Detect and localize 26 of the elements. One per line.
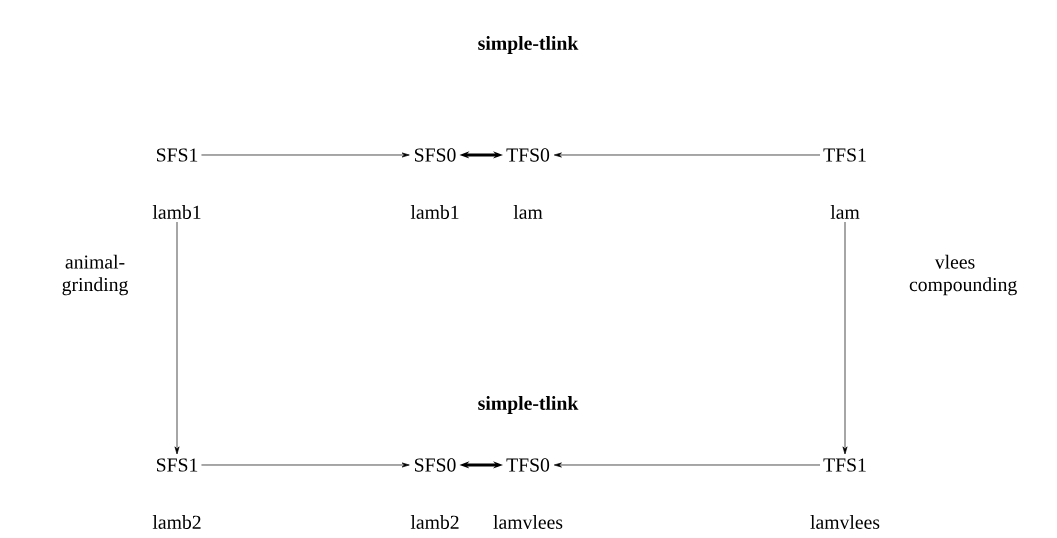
arrow xyxy=(201,152,410,158)
value-label: lamvlees xyxy=(810,515,880,529)
state-label: TFS1 xyxy=(823,458,866,472)
value-label: lam xyxy=(513,205,543,219)
arrow xyxy=(174,221,180,455)
value-label: lamb1 xyxy=(152,205,201,219)
state-label: SFS0 xyxy=(415,458,456,472)
state-label: SFS1 xyxy=(157,148,198,162)
value-label: lamb2 xyxy=(152,515,201,529)
edge-label: animal-grinding xyxy=(47,253,143,297)
state-label: TFS1 xyxy=(823,148,866,162)
state-label: SFS0 xyxy=(415,148,456,162)
arrow xyxy=(842,221,848,455)
arrow xyxy=(201,462,410,468)
state-label: TFS0 xyxy=(506,458,550,472)
value-label: lamb1 xyxy=(410,205,459,219)
edge-label: vlees compounding xyxy=(907,253,1017,297)
value-label: lamvlees xyxy=(493,515,563,529)
state-label: TFS0 xyxy=(506,148,550,162)
title-label: simple-tlink xyxy=(478,36,579,54)
value-label: lamb2 xyxy=(410,515,459,529)
value-label: lam xyxy=(830,205,860,219)
arrow xyxy=(553,152,821,158)
state-label: SFS1 xyxy=(157,458,198,472)
arrow xyxy=(553,462,821,468)
title-label: simple-tlink xyxy=(478,396,579,414)
